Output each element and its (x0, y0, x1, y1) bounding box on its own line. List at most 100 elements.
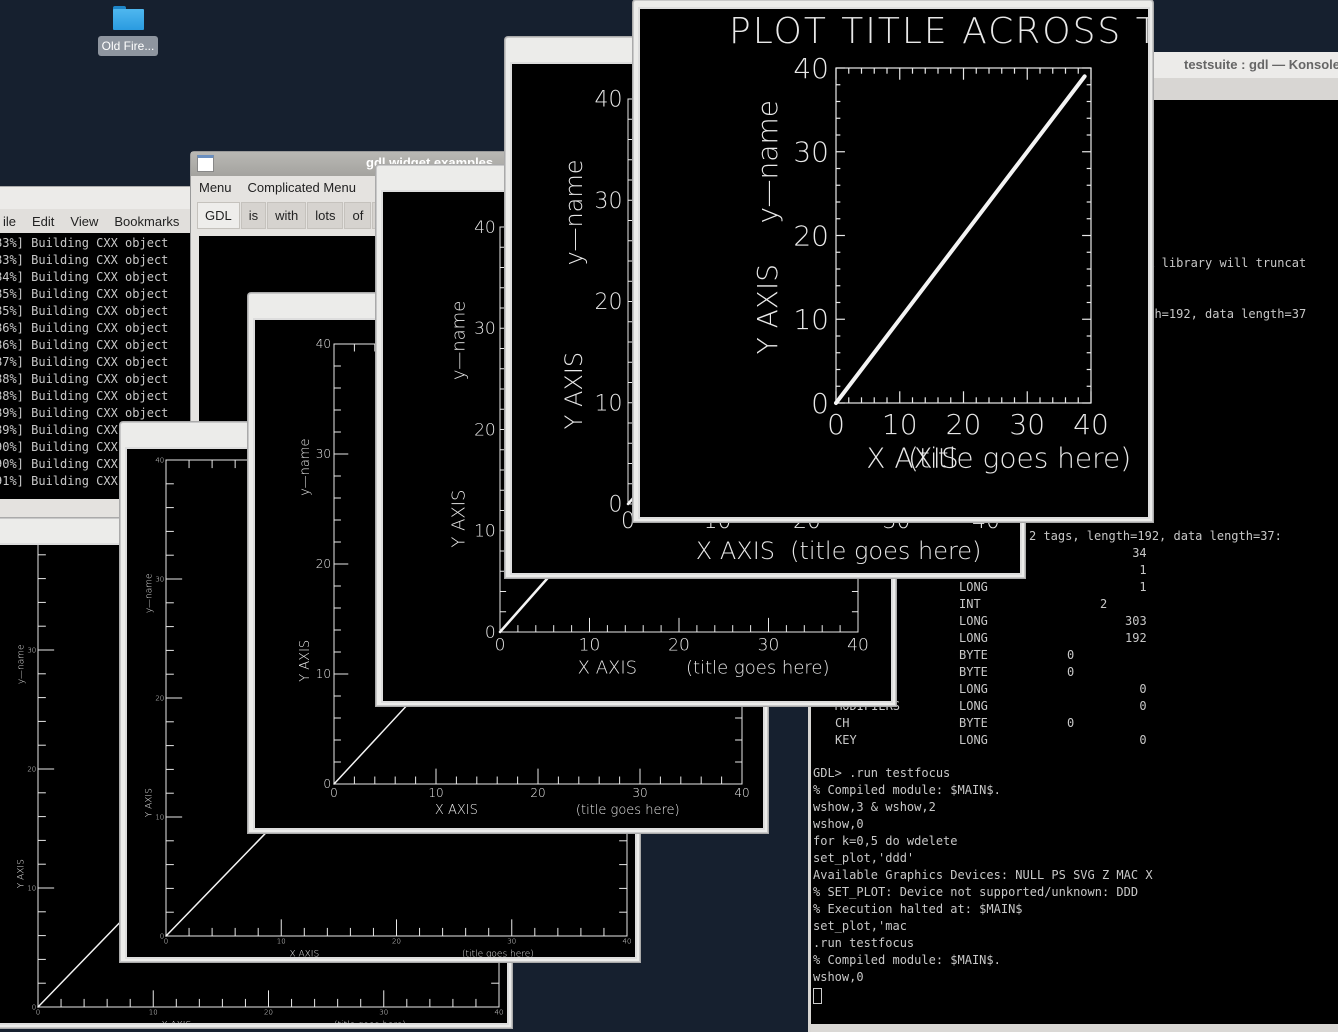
svg-text:30: 30 (595, 189, 623, 214)
desktop-folder[interactable]: Old Fire... (94, 4, 162, 56)
struct-field-value: 0 (1067, 648, 1075, 662)
menu-item[interactable]: View (70, 213, 99, 229)
svg-text:10: 10 (149, 1009, 158, 1017)
svg-text:X AXIS: X AXIS (696, 537, 775, 565)
svg-text:10: 10 (155, 813, 164, 821)
svg-text:X AXIS: X AXIS (435, 803, 478, 818)
struct-field-value: 0 (1139, 733, 1147, 747)
terminal-cursor (813, 988, 822, 1004)
svg-text:(title goes here): (title goes here) (686, 657, 830, 678)
svg-text:30: 30 (316, 447, 331, 461)
svg-text:30: 30 (793, 136, 829, 169)
svg-text:10: 10 (27, 884, 36, 892)
svg-text:40: 40 (1073, 408, 1109, 441)
menu-item[interactable]: Bookmarks (114, 213, 180, 229)
svg-text:0: 0 (36, 1009, 40, 1017)
svg-text:Y AXIS: Y AXIS (16, 859, 26, 888)
svg-text:0: 0 (495, 636, 506, 656)
svg-text:40: 40 (495, 1009, 504, 1017)
svg-text:(title goes here): (title goes here) (908, 441, 1131, 474)
svg-text:(title goes here): (title goes here) (790, 537, 981, 565)
svg-text:40: 40 (623, 938, 632, 946)
struct-field-value: 0 (1139, 682, 1147, 696)
svg-text:0: 0 (827, 408, 845, 441)
svg-text:20: 20 (264, 1009, 273, 1017)
svg-text:20: 20 (946, 408, 982, 441)
tab-with[interactable]: with (267, 202, 307, 229)
svg-text:Y AXIS: Y AXIS (144, 788, 154, 817)
svg-text:0: 0 (621, 509, 635, 534)
struct-field-type: LONG (959, 580, 988, 594)
svg-text:10: 10 (882, 408, 918, 441)
struct-field-name: KEY (835, 733, 857, 747)
svg-text:(title goes here): (title goes here) (334, 1021, 406, 1023)
svg-text:0: 0 (160, 932, 164, 940)
window-titlebar[interactable] (0, 187, 207, 209)
svg-text:Y AXIS: Y AXIS (751, 264, 784, 354)
svg-text:20: 20 (474, 420, 496, 440)
struct-field-type: LONG (959, 733, 988, 747)
struct-header: 2 tags, length=192, data length=37: (1029, 529, 1282, 543)
svg-text:X AXIS: X AXIS (289, 950, 319, 957)
terminal-line: ck library will truncat (1140, 256, 1307, 270)
tab-gdl[interactable]: GDL (197, 202, 240, 229)
svg-text:10: 10 (793, 303, 829, 336)
menubar: ile Edit View Bookmarks (0, 209, 207, 233)
terminal-line: gth=192, data length=37 (1140, 307, 1307, 321)
struct-field-type: LONG (959, 699, 988, 713)
struct-field-value: 1 (1139, 563, 1147, 577)
svg-text:10: 10 (579, 636, 601, 656)
svg-text:20: 20 (530, 786, 545, 800)
svg-text:10: 10 (277, 938, 286, 946)
tab-of[interactable]: of (344, 202, 372, 229)
struct-field-type: LONG (959, 631, 988, 645)
svg-text:30: 30 (632, 786, 647, 800)
svg-text:30: 30 (474, 319, 496, 339)
svg-text:40: 40 (474, 218, 496, 238)
svg-text:20: 20 (27, 765, 36, 773)
svg-text:Y AXIS: Y AXIS (448, 490, 469, 548)
svg-text:20: 20 (595, 290, 623, 315)
svg-text:PLOT TITLE ACROSS TOP: PLOT TITLE ACROSS TOP (729, 11, 1148, 52)
terminal-session[interactable]: GDL> .run testfocus % Compiled module: $… (813, 765, 1153, 1004)
struct-field-type: BYTE (959, 716, 988, 730)
svg-text:X AXIS: X AXIS (161, 1021, 191, 1023)
struct-field-type: BYTE (959, 665, 988, 679)
tab-lots[interactable]: lots (307, 202, 344, 229)
struct-field-type: LONG (959, 682, 988, 696)
svg-text:10: 10 (474, 522, 496, 542)
struct-field-type: BYTE (959, 648, 988, 662)
svg-text:0: 0 (609, 493, 623, 518)
svg-text:Y AXIS: Y AXIS (298, 640, 313, 682)
tab-is[interactable]: is (240, 202, 267, 229)
menu-item[interactable]: Complicated Menu (247, 179, 356, 195)
menu-item[interactable]: Edit (32, 213, 55, 229)
struct-field-type: LONG (959, 614, 988, 628)
svg-text:y—name: y—name (560, 159, 588, 265)
svg-text:y—name: y—name (16, 644, 26, 684)
svg-text:0: 0 (323, 777, 331, 791)
svg-text:10: 10 (428, 786, 443, 800)
svg-text:40: 40 (734, 786, 749, 800)
menu-item[interactable]: ile (3, 213, 17, 229)
struct-field-value: 0 (1067, 665, 1075, 679)
svg-text:30: 30 (27, 646, 36, 654)
struct-field-type: INT (959, 597, 981, 611)
svg-text:Y AXIS: Y AXIS (560, 352, 588, 429)
svg-text:0: 0 (32, 1003, 36, 1011)
svg-text:20: 20 (668, 636, 690, 656)
svg-text:10: 10 (595, 391, 623, 416)
svg-text:(title goes here): (title goes here) (576, 803, 680, 818)
svg-text:y—name: y—name (448, 301, 469, 380)
svg-text:0: 0 (485, 623, 496, 643)
svg-text:20: 20 (155, 694, 164, 702)
svg-text:y—name: y—name (298, 439, 313, 496)
menu-item[interactable]: Menu (199, 179, 232, 195)
svg-text:40: 40 (595, 88, 623, 113)
konsole-statusbar (811, 1024, 1338, 1032)
svg-text:(title goes here): (title goes here) (462, 950, 534, 957)
struct-field-name: CH (835, 716, 850, 730)
struct-field-value: 1 (1139, 580, 1147, 594)
svg-text:10: 10 (316, 667, 331, 681)
